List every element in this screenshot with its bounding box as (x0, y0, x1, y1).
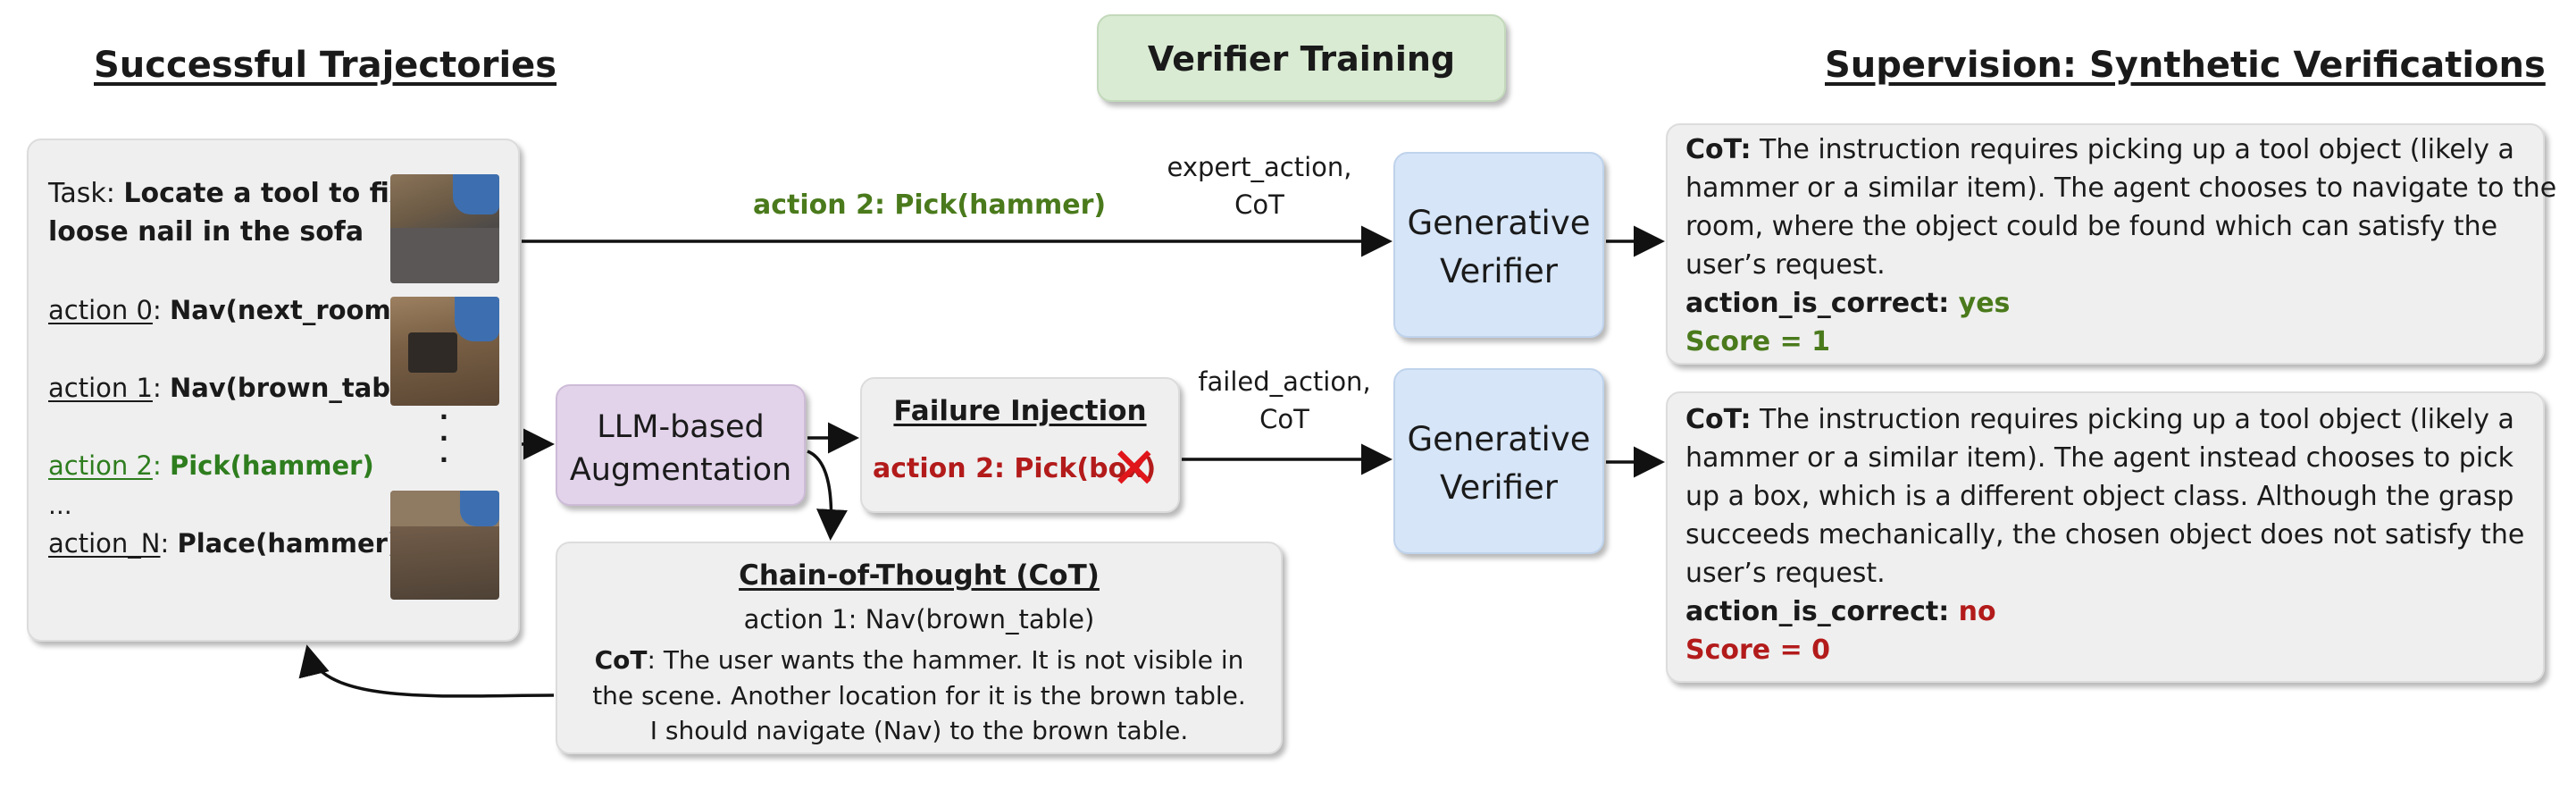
verification-correct-line-4: user’s request. (1685, 249, 1886, 281)
action-n-sep: : (160, 528, 178, 559)
action-0-label: action 0 (48, 295, 153, 325)
verification-incorrect-line-3: up a box, which is a different object cl… (1685, 481, 2514, 512)
verification-incorrect-flag-value: no (1958, 596, 1996, 627)
verification-correct-line-1: CoT: The instruction requires picking up… (1685, 134, 2514, 165)
generative-verifier-bottom: Generative Verifier (1393, 368, 1604, 554)
trajectory-action-1: action 1: Nav(brown_table) (48, 373, 429, 403)
action-2-sep: : (152, 450, 170, 481)
action-1-value: Nav(brown_table) (169, 373, 429, 403)
task-line-1: Task: Locate a tool to fix a (48, 178, 434, 209)
cot-text-line-2: the scene. Another location for it is th… (592, 681, 1246, 710)
trajectory-ellipsis: ... (48, 491, 72, 520)
scene-image-1 (390, 297, 499, 406)
expert-label-line-1: expert_action, (1167, 152, 1352, 182)
generative-verifier-top: Generative Verifier (1393, 152, 1604, 338)
expert-label-line-2: CoT (1234, 189, 1284, 220)
cot-label: CoT (594, 645, 648, 675)
heading-successful-trajectories: Successful Trajectories (94, 45, 557, 86)
action-2-value: Pick(hammer) (169, 450, 374, 481)
augmentation-line-2: Augmentation (569, 452, 792, 488)
cot-text-line-3: I should navigate (Nav) to the brown tab… (649, 716, 1189, 745)
cot-text-1: : The user wants the hammer. It is not v… (647, 645, 1244, 675)
verification-incorrect-cot-label: CoT: (1685, 404, 1752, 435)
cot-text-line-1: CoT: The user wants the hammer. It is no… (557, 645, 1281, 675)
scene-image-0 (390, 174, 499, 283)
verifier-bottom-line-1: Generative (1407, 420, 1591, 458)
verification-incorrect-text-1: The instruction requires picking up a to… (1751, 404, 2514, 435)
task-prefix: Task: (48, 178, 124, 209)
arrow-cot-feedback-to-trajectory (298, 644, 555, 698)
failure-injection-box: Failure Injection action 2: Pick(box) ✕ (860, 377, 1180, 513)
verification-incorrect-flag-label: action_is_correct: (1685, 596, 1959, 627)
verifier-bottom-line-2: Verifier (1440, 468, 1558, 507)
action-2-label: action 2 (48, 450, 153, 481)
verifier-training-title: Verifier Training (1147, 39, 1456, 79)
failure-action: action 2: Pick(box) (873, 453, 1157, 484)
verification-correct-flag-value: yes (1958, 288, 2011, 319)
verification-incorrect-score: Score = 0 (1685, 635, 1831, 666)
verification-correct-score: Score = 1 (1685, 326, 1831, 357)
cot-title: Chain-of-Thought (CoT) (739, 559, 1100, 592)
verification-incorrect-line-2: hammer or a similar item). The agent ins… (1685, 442, 2514, 474)
action-1-label: action 1 (48, 373, 153, 403)
verification-correct-cot-label: CoT: (1685, 134, 1752, 165)
failure-x-mark: ✕ (1110, 436, 1158, 502)
verification-correct-flag: action_is_correct: yes (1685, 288, 2010, 319)
verification-incorrect-line-4: succeeds mechanically, the chosen object… (1685, 519, 2525, 550)
task-text-1: Locate a tool to fix a (123, 178, 434, 209)
verifier-training-box: Verifier Training (1097, 14, 1506, 102)
action-1-sep: : (152, 373, 170, 403)
task-line-2: loose nail in the sofa (48, 216, 364, 248)
verification-incorrect-line-1: CoT: The instruction requires picking up… (1685, 404, 2514, 435)
verification-incorrect-line-5: user’s request. (1685, 558, 1886, 589)
cot-action: action 1: Nav(brown_table) (743, 604, 1095, 635)
augmentation-line-1: LLM-based (597, 409, 765, 445)
action-0-sep: : (152, 295, 170, 325)
llm-augmentation-box: LLM-based Augmentation (556, 384, 806, 506)
verification-correct-line-2: hammer or a similar item). The agent cho… (1685, 172, 2557, 204)
verification-correct-box: CoT: The instruction requires picking up… (1666, 123, 2556, 365)
trajectory-action-n: action_N: Place(hammer) (48, 528, 399, 559)
action-n-value: Place(hammer) (177, 528, 400, 559)
vertical-ellipsis: · · · (439, 402, 449, 475)
verification-correct-text-1: The instruction requires picking up a to… (1751, 134, 2514, 165)
verification-incorrect-flag: action_is_correct: no (1685, 596, 1996, 627)
arrow-augmentation-to-cot (807, 450, 848, 541)
heading-synthetic-verifications: Supervision: Synthetic Verifications (1825, 45, 2546, 86)
chain-of-thought-box: Chain-of-Thought (CoT) action 1: Nav(bro… (556, 542, 1283, 754)
scene-image-n (390, 491, 499, 600)
top-arrow-action-label: action 2: Pick(hammer) (753, 189, 1107, 221)
verifier-top-line-1: Generative (1407, 204, 1591, 242)
failure-injection-title: Failure Injection (893, 395, 1147, 427)
failed-label-line-1: failed_action, (1198, 366, 1371, 397)
verifier-top-line-2: Verifier (1440, 252, 1558, 290)
verification-correct-line-3: room, where the object could be found wh… (1685, 211, 2498, 242)
verification-correct-flag-label: action_is_correct: (1685, 288, 1959, 319)
action-0-value: Nav(next_room) (169, 295, 403, 325)
verification-incorrect-box: CoT: The instruction requires picking up… (1666, 391, 2545, 683)
trajectory-box: Task: Locate a tool to fix a loose nail … (27, 139, 520, 642)
action-n-label: action_N (48, 528, 161, 559)
failed-label-line-2: CoT (1259, 404, 1309, 434)
trajectory-action-0: action 0: Nav(next_room) (48, 295, 403, 325)
trajectory-action-2: action 2: Pick(hammer) (48, 450, 374, 481)
